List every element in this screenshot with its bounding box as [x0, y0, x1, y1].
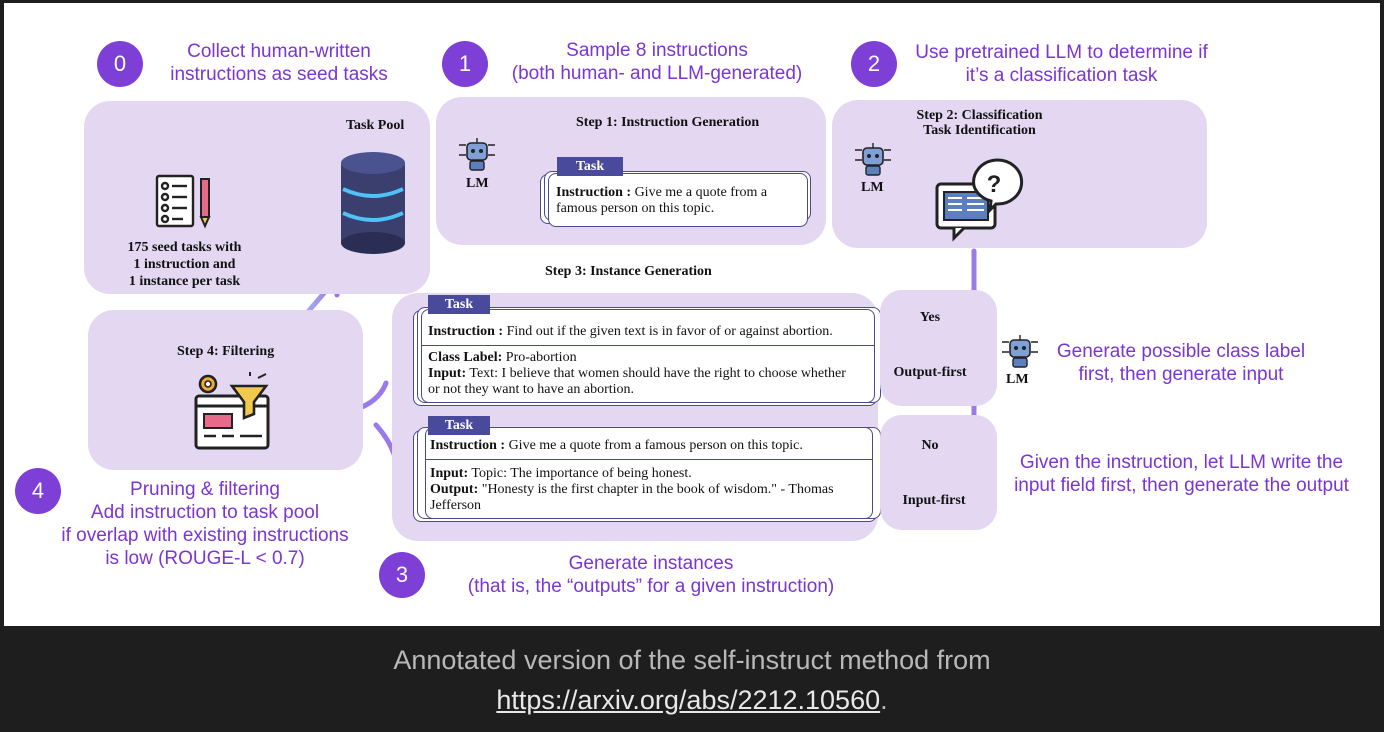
step-0-annotation: Collect human-written instructions as se…: [154, 40, 404, 86]
task-pool-title: Task Pool: [346, 118, 405, 133]
step-1-instruction-text-1: Give me a quote from a: [634, 185, 768, 200]
output-first-line-2: first, then generate input: [1078, 364, 1284, 385]
step-1-instruction: Instruction : Give me a quote from a fam…: [556, 185, 767, 217]
step-1-lm-label: LM: [466, 176, 489, 191]
step-3-annotation: Generate instances (that is, the “output…: [456, 552, 846, 598]
step-4-filtering-panel: Step 4: Filtering: [88, 310, 363, 470]
arxiv-link[interactable]: https://arxiv.org/abs/2212.10560: [496, 685, 881, 715]
step-4-line-3: if overlap with existing instructions: [61, 525, 349, 546]
step-1-instruction-text-2: famous person on this topic.: [556, 201, 715, 216]
step-1-line-2: (both human- and LLM-generated): [511, 63, 803, 84]
step-3-title: Step 3: Instance Generation: [545, 264, 712, 279]
card-2-output-label: Output:: [430, 482, 479, 497]
output-first-box: Yes Output-first: [880, 290, 997, 406]
step-3-badge: 3: [379, 552, 425, 598]
step-4-line-1: Pruning & filtering: [130, 479, 280, 500]
step-2-line-1: Use pretrained LLM to determine if: [915, 42, 1208, 63]
robot-lm-icon: [459, 138, 495, 171]
input-first-box: No Input-first: [880, 415, 997, 530]
step-1-instruction-label: Instruction :: [556, 185, 632, 200]
card-1-input-label: Input:: [428, 366, 467, 381]
step-1-task-card: Instruction : Give me a quote from a fam…: [548, 173, 808, 227]
step-3-instance-generation-panel: Instruction : Find out if the given text…: [392, 293, 881, 541]
step-1-badge: 1: [442, 41, 488, 87]
card-2-instruction-label: Instruction :: [430, 438, 506, 453]
step-2-annotation: Use pretrained LLM to determine if it’s …: [909, 41, 1214, 87]
input-first-label: Input-first: [902, 493, 966, 508]
pencil-icon: [199, 178, 211, 229]
robot-lm-icon: [1002, 335, 1038, 368]
step-4-badge: 4: [15, 468, 61, 514]
caption-period: .: [880, 685, 888, 715]
card-2-output-text-1: "Honesty is the first chapter in the boo…: [481, 482, 834, 497]
figure-caption: Annotated version of the self-instruct m…: [0, 640, 1384, 720]
card-2-task-tab: Task: [428, 416, 490, 435]
decision-lm-label: LM: [1006, 372, 1029, 387]
step-2-title: Step 2: Classification Task Identificati…: [892, 108, 1067, 138]
card-1-input-text-1: Text: I believe that women should have t…: [469, 366, 846, 381]
seed-tasks-label: 175 seed tasks with 1 instruction and 1 …: [102, 239, 267, 290]
input-first-line-1: Given the instruction, let LLM write the: [1019, 452, 1344, 473]
step-1-title: Step 1: Instruction Generation: [576, 115, 760, 130]
card-1-instruction-label: Instruction :: [428, 324, 504, 339]
step-1-annotation: Sample 8 instructions (both human- and L…: [502, 39, 812, 85]
caption-line-1: Annotated version of the self-instruct m…: [393, 645, 991, 675]
card-2-input-text: Topic: The importance of being honest.: [471, 466, 692, 481]
step-4-line-2: Add instruction to task pool: [90, 502, 320, 523]
card-2-body: Input: Topic: The importance of being ho…: [430, 466, 834, 514]
step-0-line-1: Collect human-written: [187, 41, 371, 62]
database-icon: [341, 152, 405, 254]
step-2-lm-label: LM: [861, 180, 884, 195]
output-first-annotation: Generate possible class label first, the…: [1050, 340, 1312, 386]
classification-task-card: Instruction : Find out if the given text…: [421, 309, 875, 403]
checklist-icon: [155, 174, 211, 229]
step-1-task-tab: Task: [557, 157, 623, 176]
card-1-class-label: Class Label:: [428, 350, 503, 365]
step-2-line-2: it’s a classification task: [965, 65, 1158, 86]
filter-funnel-icon: [194, 372, 270, 450]
step-3-line-1: Generate instances: [568, 553, 734, 574]
robot-lm-icon: [855, 143, 891, 176]
step-4-title: Step 4: Filtering: [177, 344, 275, 359]
step-2-title-line-2: Task Identification: [923, 123, 1036, 138]
step-2-title-line-1: Step 2: Classification: [916, 108, 1043, 123]
card-1-class-value: Pro-abortion: [505, 350, 577, 365]
card-1-instruction: Instruction : Find out if the given text…: [428, 324, 833, 340]
non-classification-task-card: Instruction : Give me a quote from a fam…: [425, 427, 873, 519]
card-1-task-tab: Task: [428, 295, 490, 314]
step-2-classification-panel: Step 2: Classification Task Identificati…: [832, 100, 1207, 248]
seed-tasks-line-2: 1 instruction and: [133, 257, 236, 272]
card-2-input-label: Input:: [430, 466, 469, 481]
step-0-badge: 0: [97, 41, 143, 87]
step-4-line-4: is low (ROUGE-L < 0.7): [105, 548, 305, 569]
card-1-body: Class Label: Pro-abortion Input: Text: I…: [428, 350, 846, 398]
step-4-annotation: Pruning & filtering Add instruction to t…: [50, 478, 360, 570]
output-first-line-1: Generate possible class label: [1056, 341, 1306, 362]
classification-question-icon: ?: [935, 158, 1024, 242]
input-first-annotation: Given the instruction, let LLM write the…: [1004, 451, 1359, 497]
caption-line-2: https://arxiv.org/abs/2212.10560.: [0, 680, 1384, 720]
step-2-badge: 2: [851, 41, 897, 87]
step-0-line-2: instructions as seed tasks: [170, 64, 388, 85]
svg-text:?: ?: [987, 171, 1002, 198]
step-1-instruction-generation-panel: Step 1: Instruction Generation LM Instru…: [436, 97, 826, 245]
task-pool-panel: Task Pool 175 seed tasks with 1 instruc: [84, 101, 430, 294]
card-2-instruction-text: Give me a quote from a famous person on …: [508, 438, 803, 453]
seed-tasks-line-1: 175 seed tasks with: [127, 240, 242, 255]
yes-label: Yes: [919, 310, 941, 325]
input-first-line-2: input field first, then generate the out…: [1014, 475, 1349, 496]
step-3-line-2: (that is, the “outputs” for a given inst…: [467, 576, 835, 597]
card-2-instruction: Instruction : Give me a quote from a fam…: [430, 438, 803, 454]
step-1-line-1: Sample 8 instructions: [566, 40, 748, 61]
card-2-output-text-2: Jefferson: [430, 498, 482, 513]
card-1-input-text-2: or not they want to have an abortion.: [428, 382, 635, 397]
no-label: No: [921, 438, 939, 453]
diagram-canvas: 0 Collect human-written instructions as …: [4, 3, 1380, 626]
card-1-instruction-text: Find out if the given text is in favor o…: [506, 324, 833, 339]
seed-tasks-line-3: 1 instance per task: [128, 274, 241, 289]
output-first-label: Output-first: [893, 365, 967, 380]
